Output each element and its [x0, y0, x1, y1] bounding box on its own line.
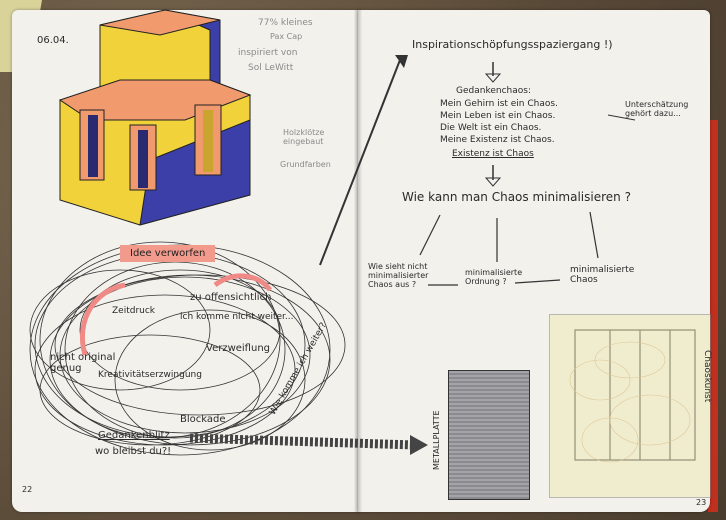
- word-pressure: Zeitdruck: [112, 306, 156, 316]
- branch-middle: minimalisierte Ordnung ?: [465, 268, 523, 286]
- word-cant-go-on: ich komme nicht weiter...: [180, 312, 294, 322]
- thought-line-2: Mein Leben ist ein Chaos.: [440, 111, 556, 121]
- thought-line-3: Die Welt ist ein Chaos.: [440, 123, 542, 133]
- metal-plate-label: METALLPLATTE: [432, 410, 441, 470]
- word-where-are-you: wo bleibst du?!: [95, 446, 172, 457]
- metal-plate-drawing: [448, 370, 530, 500]
- branch-left: Wie sieht nicht minimalisierter Chaos au…: [368, 262, 429, 289]
- red-cover-edge: [708, 120, 718, 512]
- thought-line-1: Mein Gehirn ist ein Chaos.: [440, 99, 558, 109]
- annotation-paint: Grundfarben: [280, 160, 331, 169]
- minimize-question: Wie kann man Chaos minimalisieren ?: [402, 190, 631, 204]
- walk-heading: Inspirationschöpfungsspaziergang !): [412, 38, 613, 51]
- book-spine: [354, 10, 362, 512]
- side-note: Unterschätzung gehört dazu...: [625, 100, 689, 118]
- word-despair: Verzweiflung: [206, 343, 271, 354]
- branch-right: minimalisierte Chaos: [570, 265, 635, 285]
- word-not-original: nicht original genug: [50, 352, 116, 374]
- annotation-wood: Holzklötze eingebaut: [283, 128, 325, 146]
- date-label: 06.04.: [37, 35, 69, 46]
- thoughts-title: Gedankenchaos:: [456, 86, 531, 96]
- chaos-art-label: Chaoskunst: [702, 350, 712, 403]
- annotation-clay: 77% kleines: [258, 18, 313, 28]
- annotation-artist: Sol LeWitt: [248, 63, 294, 73]
- page-number-right: 23: [696, 498, 707, 507]
- word-forced-creativity: Kreativitätserzwingung: [98, 370, 202, 380]
- word-too-obvious: zu offensichtlich: [190, 292, 272, 303]
- chaos-art-collage: [549, 314, 711, 498]
- existence-line: Existenz ist Chaos: [452, 149, 534, 159]
- chaos-scribble: [29, 241, 346, 456]
- thought-line-4: Meine Existenz ist Chaos.: [440, 135, 555, 145]
- cube-sculpture-drawing: [58, 9, 252, 226]
- word-blockade: Blockade: [180, 414, 226, 425]
- idea-rejected-box: Idee verworfen: [120, 245, 216, 262]
- word-flash: Gedankenblitz: [98, 430, 170, 441]
- page-number-left: 22: [22, 485, 33, 494]
- annotation-tape: Pax Cap: [270, 32, 303, 41]
- annotation-inspired: inspiriert von: [238, 48, 298, 58]
